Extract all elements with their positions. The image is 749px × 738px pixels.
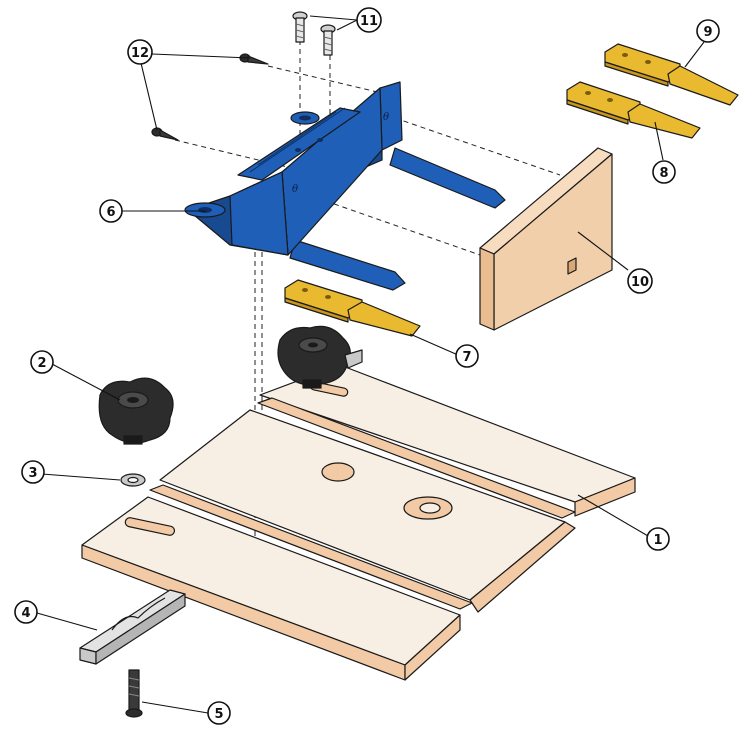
callout-5: 5 bbox=[207, 701, 231, 725]
callout-10: 10 bbox=[627, 268, 653, 294]
wood-panel bbox=[479, 147, 613, 331]
brass-slide-lower bbox=[284, 279, 421, 337]
callout-7-label: 7 bbox=[462, 350, 471, 365]
callout-10-label: 10 bbox=[631, 275, 649, 290]
callout-12: 12 bbox=[127, 39, 153, 65]
callout-1: 1 bbox=[646, 527, 670, 551]
callout-5-label: 5 bbox=[214, 707, 223, 722]
leader-lines bbox=[36, 15, 705, 714]
washer bbox=[120, 473, 146, 487]
callout-3-label: 3 bbox=[28, 466, 37, 481]
callout-9-label: 9 bbox=[703, 25, 712, 40]
callout-6-label: 6 bbox=[106, 205, 115, 220]
callout-3: 3 bbox=[21, 460, 45, 484]
brass-slide-9 bbox=[604, 43, 739, 106]
callout-9: 9 bbox=[696, 19, 720, 43]
callout-4-label: 4 bbox=[21, 606, 30, 621]
bolt bbox=[125, 669, 143, 718]
callout-7: 7 bbox=[455, 344, 479, 368]
callout-1-label: 1 bbox=[653, 533, 662, 548]
callout-6: 6 bbox=[99, 199, 123, 223]
callout-2-label: 2 bbox=[37, 356, 46, 371]
callout-2: 2 bbox=[30, 350, 54, 374]
wood-screws bbox=[151, 53, 269, 141]
brass-slide-8 bbox=[566, 81, 701, 139]
callout-12-label: 12 bbox=[131, 46, 149, 61]
callout-4: 4 bbox=[14, 600, 38, 624]
star-knob-left bbox=[98, 377, 174, 445]
base-plate bbox=[81, 364, 636, 681]
star-knob-right bbox=[277, 325, 363, 389]
blue-fence-bracket: θ θ bbox=[184, 81, 506, 291]
bracket-mark-lower: θ bbox=[292, 184, 298, 195]
callout-11-label: 11 bbox=[360, 14, 378, 29]
callout-8-label: 8 bbox=[659, 166, 668, 181]
callout-11: 11 bbox=[356, 7, 382, 33]
t-bolt-bar bbox=[79, 589, 186, 665]
machine-screws bbox=[292, 11, 336, 56]
bracket-mark-upper: θ bbox=[383, 112, 389, 123]
callout-8: 8 bbox=[652, 160, 676, 184]
